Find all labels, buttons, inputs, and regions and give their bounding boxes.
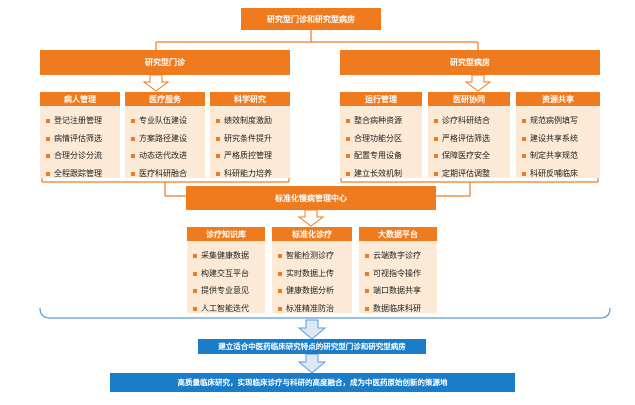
group-title-standardized-treatment: 标准化诊疗 <box>272 227 352 241</box>
down-arrow-blue-1 <box>297 319 327 340</box>
list-item: 建设共享系统 <box>522 130 600 148</box>
list-item: 合理功能分区 <box>346 130 422 148</box>
group-title-resource-sharing: 资源共享 <box>516 92 600 106</box>
group-card-medical-service: 专业队伍建设 方案路径建设 动态迭代改进 医疗科研融合 <box>125 106 205 178</box>
list-item: 合理分诊分流 <box>46 147 120 165</box>
group-card-resource-sharing: 规范病例填写 建设共享系统 制定共享规范 科研反哺临床 <box>516 106 600 178</box>
list-item: 动态迭代改进 <box>131 147 205 165</box>
section-bar-outpatient: 研究型门诊 <box>40 50 290 75</box>
list-item: 全程跟踪管理 <box>46 165 120 183</box>
group-title-knowledge-base: 诊疗知识库 <box>187 227 265 241</box>
list-item: 端口数据共享 <box>365 282 437 300</box>
list-item: 建立长效机制 <box>346 165 422 183</box>
list-item: 制定共享规范 <box>522 147 600 165</box>
list-item: 智能检测诊疗 <box>278 247 352 265</box>
list-item: 健康数据分析 <box>278 282 352 300</box>
list-item: 绩效制度激励 <box>216 112 290 130</box>
conclusion-bar-2: 高质量临床研究，实现临床诊疗与科研的高度融合，成为中医药原始创新的策源地 <box>110 373 515 392</box>
group-card-patient-management: 登记注册管理 病情评估筛选 合理分诊分流 全程跟踪管理 <box>40 106 120 178</box>
top-title: 研究型门诊和研究型病房 <box>241 8 381 30</box>
list-item: 实时数据上传 <box>278 265 352 283</box>
list-item: 规范病例填写 <box>522 112 600 130</box>
group-title-patient-management: 病人管理 <box>40 92 120 106</box>
group-title-big-data-platform: 大数据平台 <box>359 227 437 241</box>
down-arrow-left <box>142 74 170 92</box>
list-item: 病情评估筛选 <box>46 130 120 148</box>
list-item: 采集健康数据 <box>193 247 265 265</box>
section-bar-chronic-disease-center: 标准化慢病管理中心 <box>186 186 436 210</box>
list-item: 科研能力培养 <box>216 165 290 183</box>
list-item: 配置专用设备 <box>346 147 422 165</box>
down-arrow-right <box>464 74 492 92</box>
list-item: 严格评估筛选 <box>434 130 510 148</box>
list-item: 科研反哺临床 <box>522 165 600 183</box>
group-title-medical-research-collaboration: 医研协同 <box>428 92 510 106</box>
group-card-standardized-treatment: 智能检测诊疗 实时数据上传 健康数据分析 标准精准防治 <box>272 241 352 313</box>
list-item: 可视指令操作 <box>365 265 437 283</box>
list-item: 专业队伍建设 <box>131 112 205 130</box>
list-item: 诊疗科研结合 <box>434 112 510 130</box>
group-title-operation-management: 运行管理 <box>340 92 422 106</box>
list-item: 提供专业意见 <box>193 282 265 300</box>
list-item: 云端数字诊疗 <box>365 247 437 265</box>
down-arrow-center <box>297 209 325 227</box>
list-item: 人工智能迭代 <box>193 300 265 318</box>
conclusion-bar-1: 建立适合中医药临床研究特点的研究型门诊和研究型病房 <box>198 339 426 354</box>
list-item: 医疗科研融合 <box>131 165 205 183</box>
list-item: 标准精准防治 <box>278 300 352 318</box>
down-arrow-blue-2 <box>297 353 327 374</box>
group-card-scientific-research: 绩效制度激励 研究条件提升 严格质控管理 科研能力培养 <box>210 106 290 178</box>
list-item: 严格质控管理 <box>216 147 290 165</box>
group-card-big-data-platform: 云端数字诊疗 可视指令操作 端口数据共享 数据临床科研 <box>359 241 437 313</box>
group-card-operation-management: 整合病种资源 合理功能分区 配置专用设备 建立长效机制 <box>340 106 422 178</box>
section-bar-ward: 研究型病房 <box>340 50 600 75</box>
list-item: 定期评估调整 <box>434 165 510 183</box>
list-item: 保障医疗安全 <box>434 147 510 165</box>
list-item: 数据临床科研 <box>365 300 437 318</box>
group-title-medical-service: 医疗服务 <box>125 92 205 106</box>
list-item: 登记注册管理 <box>46 112 120 130</box>
group-card-medical-research-collaboration: 诊疗科研结合 严格评估筛选 保障医疗安全 定期评估调整 <box>428 106 510 178</box>
list-item: 整合病种资源 <box>346 112 422 130</box>
list-item: 研究条件提升 <box>216 130 290 148</box>
list-item: 构建交互平台 <box>193 265 265 283</box>
group-card-knowledge-base: 采集健康数据 构建交互平台 提供专业意见 人工智能迭代 <box>187 241 265 313</box>
list-item: 方案路径建设 <box>131 130 205 148</box>
group-title-scientific-research: 科学研究 <box>210 92 290 106</box>
